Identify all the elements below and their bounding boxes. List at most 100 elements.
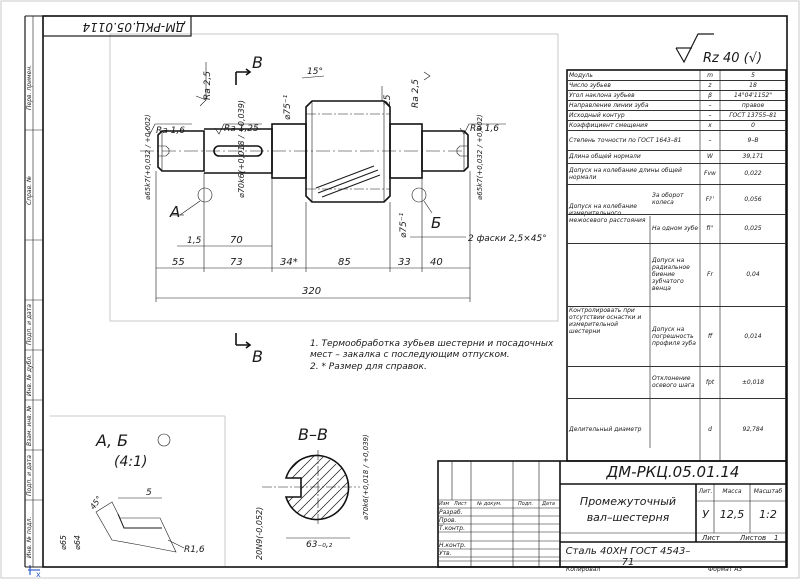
pitch-value: 92,784: [742, 426, 764, 433]
callout-b: Б: [431, 214, 441, 232]
tol-name: На одном зубе: [652, 225, 699, 232]
detail-d64: ⌀64: [73, 535, 82, 550]
title-block: [437, 460, 787, 568]
side-label-inv-orig: Инв. № подл.: [26, 517, 33, 558]
technical-notes: 1. Термообработка зубьев шестерни и поса…: [310, 339, 554, 372]
param-symbol: –: [708, 136, 712, 144]
ra-right-top: Ra 2,5: [411, 79, 421, 108]
section-d70: ⌀70k6(+0,018 / +0,039): [362, 434, 370, 520]
pitch-symbol: d: [708, 426, 712, 433]
note-line-2: мест – закалка с последующим отпуском.: [310, 350, 510, 360]
section-bb-label: В–В: [298, 425, 328, 444]
tol-name: Допуск на погрешность профиля зуба: [652, 325, 696, 347]
side-label-sign-date-1: Подп. и дата: [26, 304, 33, 345]
side-stamp-column: Перв. примен. Справ. № Подп. и дата Инв.…: [24, 15, 43, 568]
tol-symbol: fpt: [705, 378, 715, 386]
tol-symbol: Fr: [707, 271, 713, 278]
detail-scale: (4:1): [114, 454, 147, 470]
ra-key: Ra 1,25: [224, 124, 259, 134]
tol-symbol: Fi'': [705, 195, 715, 203]
param-name: Допуск на колебание длины общей нормали: [569, 166, 682, 181]
section-b-top: В: [252, 53, 263, 72]
tol-value: 0,025: [744, 225, 762, 232]
side-label-ref: Справ. №: [26, 176, 33, 205]
dim-d65-left: ⌀65k7(+0,032 / +0,002): [144, 114, 152, 200]
shaft-main-view: [140, 100, 469, 203]
param-value: 5: [751, 71, 755, 79]
param-value: 0: [751, 121, 755, 129]
param-value: 0,022: [744, 170, 762, 177]
dim-320: 320: [302, 286, 321, 297]
param-name: Степень точности по ГОСТ 1643–81: [569, 136, 682, 144]
dim-73: 73: [230, 257, 243, 268]
param-name: Длина общей нормали: [569, 153, 641, 160]
rotated-code-text: ДМ-РКЦ.05.0114: [82, 20, 186, 34]
param-name: Коэффициент смещения: [569, 121, 648, 129]
param-symbol: z: [708, 81, 712, 89]
tol-group-2: Контролировать при отсутствии оснастки и…: [569, 306, 642, 335]
rotated-code-stamp: ДМ-РКЦ.05.0114: [42, 15, 192, 37]
general-roughness: Rz 40 (√): [675, 33, 762, 66]
svg-text:x: x: [36, 570, 41, 579]
dim-33: 33: [398, 257, 411, 268]
param-name: Угол наклона зубьев: [569, 91, 635, 99]
tol-value: 0,056: [744, 195, 762, 203]
note-line-1: 1. Термообработка зубьев шестерни и поса…: [310, 339, 554, 349]
dim-25: 25: [383, 94, 393, 106]
drawing-frame: [42, 15, 788, 568]
section-key20: 20N9(-0,052): [255, 507, 264, 560]
param-name: Направление линии зуба: [569, 101, 649, 109]
callout-a: А: [169, 203, 180, 221]
dimensions: 15° ⌀75⁻¹ ⌀75⁻¹ ⌀70k6(+0,018 / +0,039) ⌀…: [144, 67, 547, 302]
detail-dim-5: 5: [146, 488, 152, 498]
tol-group-1: Допуск на колебание измерительного межос…: [569, 203, 646, 224]
section-dim63: 63₋₀,₂: [306, 540, 333, 550]
tol-value: ±0,018: [741, 378, 765, 386]
param-symbol: –: [708, 101, 712, 109]
param-value: 39,171: [742, 153, 764, 160]
detail-label: А, Б: [95, 431, 128, 450]
param-value: ГОСТ 13755–81: [729, 111, 777, 119]
ra-left: Ra 1,6: [156, 126, 185, 136]
view-area-frame: [109, 33, 559, 322]
param-name: Исходный контур: [569, 111, 625, 119]
tol-value: 0,014: [744, 332, 762, 340]
param-symbol: Fvw: [704, 170, 716, 177]
note-line-3: 2. * Размер для справок.: [310, 362, 427, 372]
param-value: правое: [741, 101, 765, 109]
dim-d75-bottom: ⌀75⁻¹: [399, 212, 409, 238]
detail-d65: ⌀65: [59, 535, 68, 550]
side-label-first-use: Перв. примен.: [26, 65, 33, 110]
roughness-marks: Ra 1,6 Ra 1,25 Ra 2,5 Ra 2,5 Ra 1,6: [145, 62, 506, 136]
dim-angle15: 15°: [307, 67, 323, 77]
detail-r16: R1,6: [184, 545, 205, 555]
side-label-sign-date-2: Подп. и дата: [26, 455, 33, 496]
pitch-name: Делительный диаметр: [569, 426, 642, 433]
tol-symbol: ff: [707, 332, 713, 340]
param-value: 14°04'1152": [734, 91, 772, 99]
dim-d75-top: ⌀75⁻¹: [283, 94, 293, 120]
param-name: Модуль: [569, 71, 593, 79]
param-symbol: m: [707, 71, 713, 79]
roughness-text: Rz 40 (√): [703, 51, 762, 66]
tol-value: 0,04: [746, 271, 760, 278]
section-b-b: В–В ⌀70k6(+0,018 / +0,039) 20N9(-0,052) …: [255, 425, 370, 560]
dim-70: 70: [230, 235, 243, 246]
dim-1-5: 1,5: [187, 236, 202, 246]
detail-view-ab: А, Б (4:1) ⌀65 ⌀64 5 45° R1,6: [50, 415, 226, 566]
chamfer-note: 2 фаски 2,5×45°: [468, 234, 547, 244]
tol-symbol: fi'': [706, 225, 714, 232]
tol-name: За оборот колеса: [652, 192, 684, 206]
param-name: Число зубьев: [569, 81, 611, 89]
dim-34: 34*: [280, 257, 298, 268]
param-value: 18: [749, 81, 757, 89]
ra-top: Ra 2,5: [203, 71, 213, 100]
dim-d70: ⌀70k6(+0,018 / +0,039): [237, 100, 246, 198]
dim-85: 85: [338, 257, 351, 268]
param-value: 9–В: [747, 136, 759, 144]
param-symbol: x: [708, 121, 712, 129]
callouts: А Б В В: [169, 53, 441, 366]
param-symbol: β: [708, 91, 712, 99]
